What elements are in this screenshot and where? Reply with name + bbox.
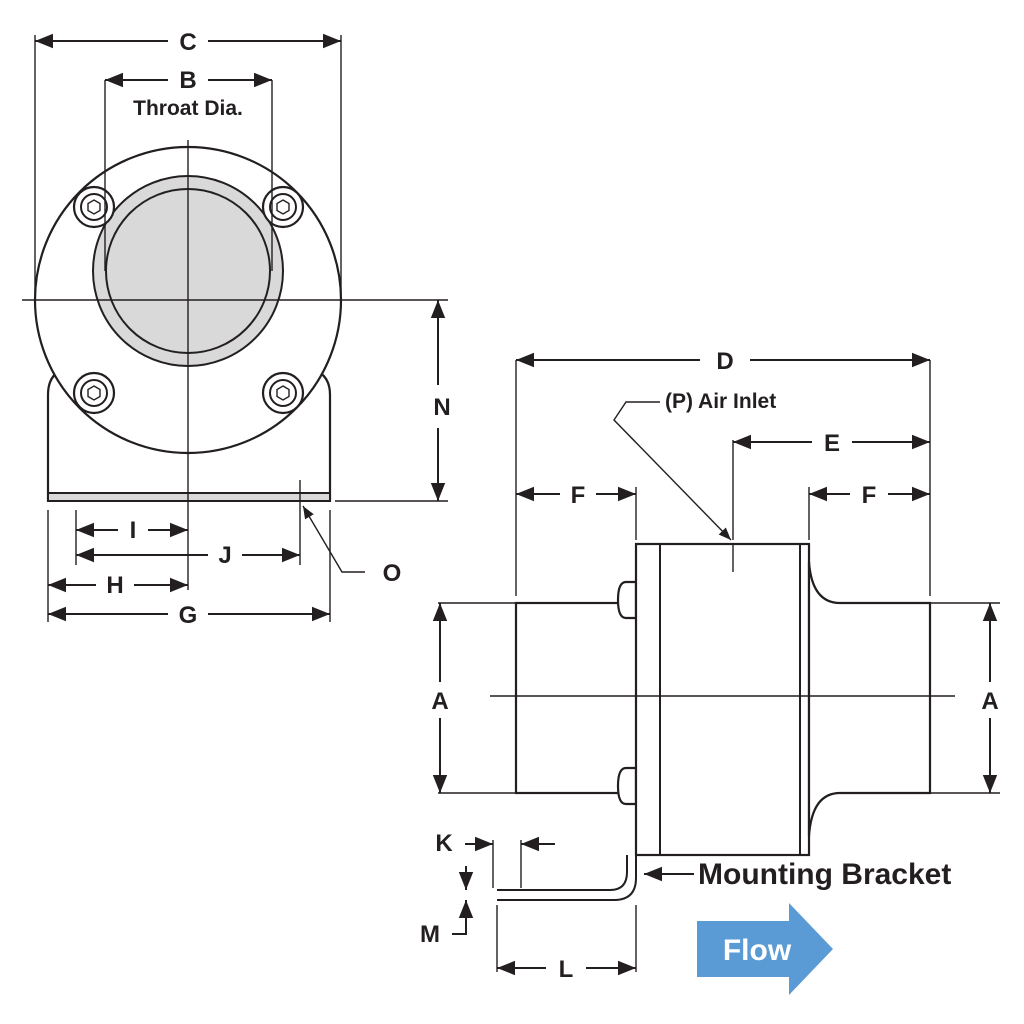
label-flow: Flow [723, 934, 792, 967]
label-j: J [218, 542, 231, 569]
side-view [432, 352, 1000, 995]
label-a-left: A [431, 688, 448, 715]
label-m: M [420, 921, 440, 948]
label-f-right: F [862, 482, 877, 509]
side-bolt-upper [616, 580, 638, 620]
label-a-right: A [981, 688, 998, 715]
bolt-top-right [261, 185, 305, 229]
bolt-top-left [72, 185, 116, 229]
front-bracket-base [48, 493, 330, 501]
label-o: O [383, 560, 402, 587]
label-i: I [130, 517, 137, 544]
label-n: N [433, 394, 450, 421]
bolt-bottom-left [72, 371, 116, 415]
side-main-body [634, 542, 811, 857]
label-b: B [179, 67, 196, 94]
flow-arrow [697, 903, 833, 995]
bolt-bottom-right [261, 371, 305, 415]
label-air-inlet: (P) Air Inlet [665, 390, 776, 413]
label-k: K [435, 830, 453, 857]
label-c: C [179, 29, 196, 56]
label-f-left: F [571, 482, 586, 509]
label-l: L [559, 956, 574, 983]
side-mounting-bracket [497, 855, 637, 901]
label-throat-dia: Throat Dia. [133, 97, 243, 120]
label-d: D [716, 348, 733, 375]
label-e: E [824, 430, 840, 457]
label-mounting-bracket: Mounting Bracket [698, 858, 951, 891]
label-h: H [106, 572, 123, 599]
side-inlet-tube [514, 601, 640, 795]
side-bolt-lower [616, 766, 638, 806]
side-outlet [807, 561, 932, 837]
front-view [22, 33, 448, 622]
label-g: G [179, 602, 198, 629]
